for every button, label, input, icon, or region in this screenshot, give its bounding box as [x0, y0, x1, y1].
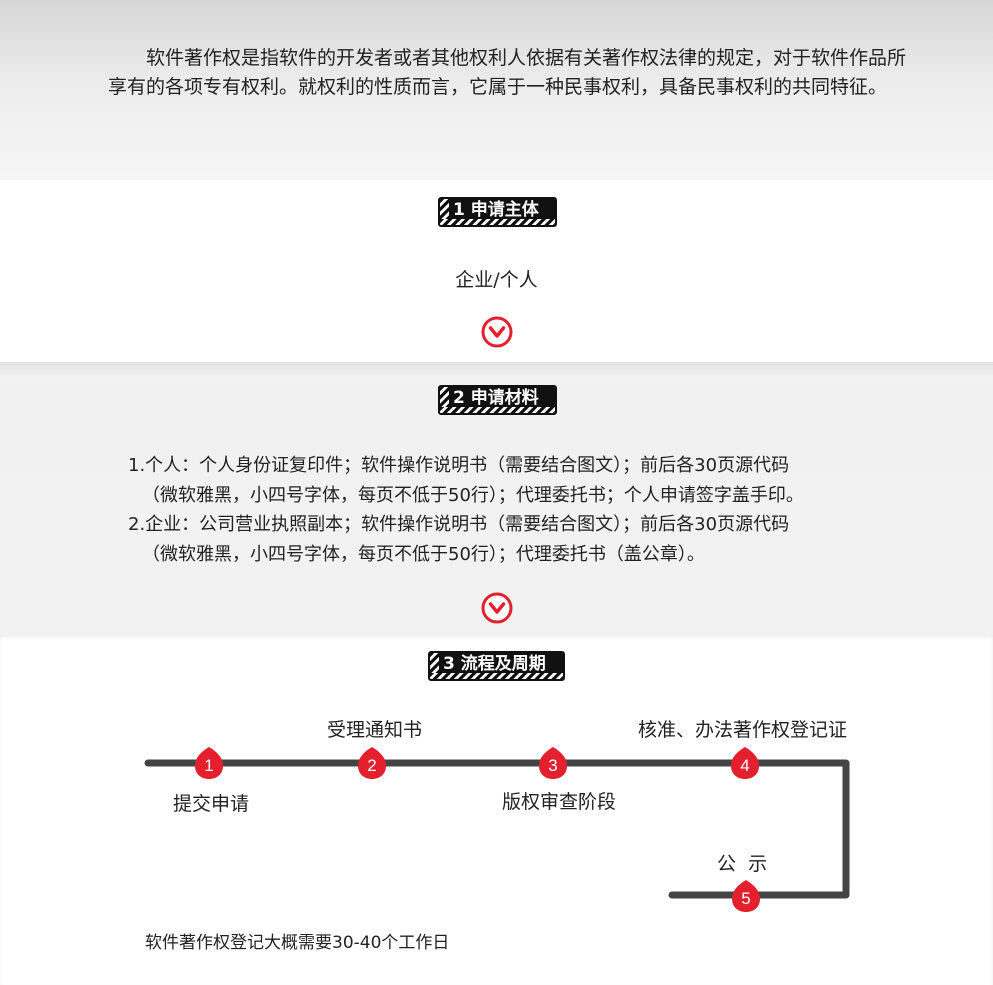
applicant-types: 企业/个人	[455, 269, 538, 291]
badge-stripe	[430, 653, 439, 679]
step-marker-2: 2	[358, 747, 386, 779]
step-number: 2	[367, 756, 376, 775]
intro-paragraph: 软件著作权是指软件的开发者或者其他权利人依据有关著作权法律的规定，对于软件作品所…	[108, 47, 907, 98]
section-materials: 2 申请材料 1.个人：个人身份证复印件；软件操作说明书（需要结合图文）；前后各…	[0, 362, 993, 635]
section-badge-label: 1 申请主体	[449, 199, 555, 220]
step-label-submit: 提交申请	[173, 793, 250, 815]
step-number: 5	[741, 889, 750, 908]
chevron-down-circle-icon	[481, 316, 513, 348]
chevron-down-circle-icon	[481, 592, 513, 624]
badge-stripe-bottom	[440, 407, 555, 413]
step-label-certificate: 核准、办法著作权登记证	[638, 719, 848, 741]
materials-line: 2.企业：公司营业执照副本；软件操作说明书（需要结合图文）；前后各30页源代码	[128, 514, 790, 535]
step-label-acceptance: 受理通知书	[327, 719, 423, 741]
badge-stripe	[440, 199, 449, 225]
section-badge-applicant: 1 申请主体	[438, 197, 557, 227]
step-marker-1: 1	[195, 747, 223, 779]
step-marker-5: 5	[732, 880, 760, 912]
step-label-publicity: 公 示	[717, 853, 768, 875]
materials-line: 1.个人：个人身份证复印件；软件操作说明书（需要结合图文）；前后各30页源代码	[128, 455, 790, 476]
process-timeline: 1 2 3 4 5	[144, 747, 850, 912]
section-applicant: 1 申请主体 企业/个人	[0, 180, 993, 362]
step-marker-3: 3	[539, 747, 567, 779]
materials-line: （微软雅黑，小四号字体，每页不低于50行）；代理委托书（盖公章）。	[142, 543, 705, 565]
section-badge-label: 2 申请材料	[449, 387, 555, 408]
step-label-review: 版权审查阶段	[502, 791, 617, 813]
step-number: 3	[548, 756, 557, 775]
section-badge-process: 3 流程及周期	[428, 651, 565, 681]
intro-section: 软件著作权是指软件的开发者或者其他权利人依据有关著作权法律的规定，对于软件作品所…	[0, 0, 993, 180]
badge-stripe-bottom	[430, 673, 563, 679]
section-badge-label: 3 流程及周期	[439, 653, 563, 674]
badge-stripe	[440, 387, 449, 413]
section-process: 3 流程及周期 1 2 3 4 5 提交申请 受理通知书 版权审查阶段 核准、办…	[0, 635, 993, 985]
section-badge-materials: 2 申请材料	[438, 385, 557, 415]
step-number: 1	[204, 756, 213, 775]
duration-note: 软件著作权登记大概需要30-40个工作日	[145, 933, 450, 953]
step-number: 4	[740, 756, 749, 775]
badge-stripe-bottom	[440, 219, 555, 225]
materials-line: （微软雅黑，小四号字体，每页不低于50行）；代理委托书；个人申请签字盖手印。	[142, 484, 804, 506]
materials-list: 1.个人：个人身份证复印件；软件操作说明书（需要结合图文）；前后各30页源代码 …	[128, 451, 928, 569]
step-marker-4: 4	[731, 747, 759, 779]
